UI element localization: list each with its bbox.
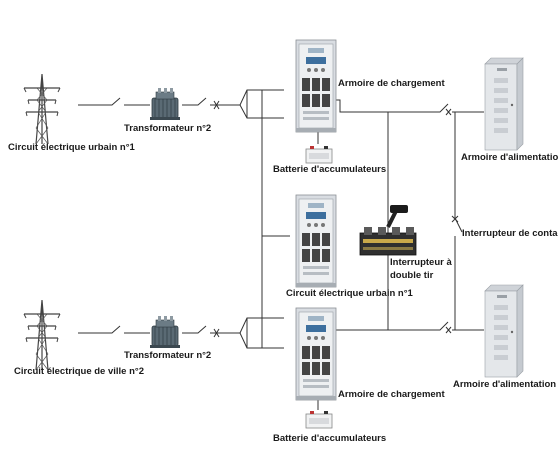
double-throw-switch-label-line2: double tir bbox=[390, 270, 434, 281]
supply-cabinet-bottom-label: Armoire d'alimentation bbox=[453, 379, 556, 390]
pylon-icon-top bbox=[23, 73, 61, 145]
supply-cabinet-icon-top bbox=[484, 57, 524, 151]
charging-cabinet-icon-top bbox=[295, 39, 337, 133]
grid-1-label: Circuit électrique urbain n°1 bbox=[8, 142, 136, 153]
grid-2-label: Circuit électrique de ville n°2 bbox=[14, 366, 144, 377]
charging-cabinet-icon-bottom bbox=[295, 307, 337, 401]
transformer-icon-bottom bbox=[149, 315, 181, 349]
contact-switch-label: Interrupteur de contact bbox=[462, 228, 558, 239]
transformer-1-label: Transformateur n°2 bbox=[124, 123, 211, 134]
double-throw-switch-label-line1: Interrupteur à bbox=[390, 257, 452, 268]
charging-cabinet-top-label: Armoire de chargement bbox=[338, 78, 445, 89]
middle-cabinet-label: Circuit électrique urbain n°1 bbox=[286, 288, 414, 299]
transformer-icon-top bbox=[149, 87, 181, 121]
knife-switch-icon bbox=[359, 205, 417, 256]
battery-bottom-label: Batterie d'accumulateurs bbox=[273, 433, 386, 444]
battery-top-label: Batterie d'accumulateurs bbox=[273, 164, 386, 175]
charging-cabinet-icon-middle bbox=[295, 194, 337, 288]
battery-icon-top bbox=[305, 145, 333, 164]
supply-cabinet-icon-bottom bbox=[484, 284, 524, 378]
battery-icon-bottom bbox=[305, 410, 333, 429]
wiring bbox=[78, 89, 484, 410]
pylon-icon-bottom bbox=[23, 299, 61, 371]
transformer-2-label: Transformateur n°2 bbox=[124, 350, 211, 361]
charging-cabinet-bottom-label: Armoire de chargement bbox=[338, 389, 445, 400]
supply-cabinet-top-label: Armoire d'alimentation bbox=[461, 152, 558, 163]
